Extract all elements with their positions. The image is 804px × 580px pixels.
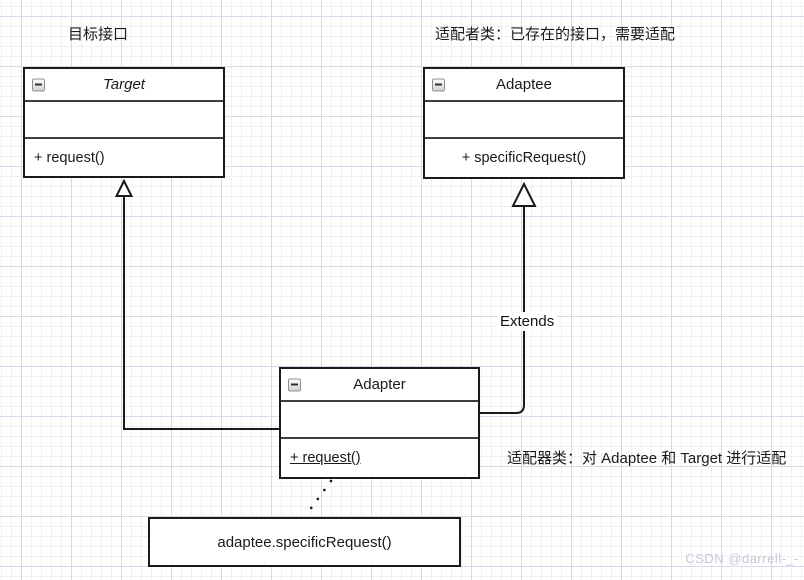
csdn-watermark: CSDN @darrell-_- [685, 551, 799, 566]
attributes-section-adapter [281, 402, 478, 439]
class-header-adaptee: Adaptee [425, 69, 623, 102]
methods-section-target: + request() [25, 139, 223, 176]
class-name-target: Target [103, 76, 145, 93]
class-box-adaptee[interactable]: Adaptee + specificRequest() [423, 67, 625, 179]
collapse-icon[interactable] [32, 78, 45, 91]
generalization-arrowhead [511, 181, 537, 207]
edge-note-dotted[interactable] [304, 479, 333, 517]
adaptee-class-label: 适配者类：已存在的接口，需要适配 [435, 26, 676, 43]
minus-icon [435, 83, 442, 86]
attributes-section-adaptee [425, 102, 623, 139]
note-text: adaptee.specificRequest() [217, 533, 392, 551]
attributes-section-target [25, 102, 223, 139]
methods-section-adaptee: + specificRequest() [425, 139, 623, 177]
method-request: + request() [34, 149, 105, 166]
edge-adapter-target[interactable] [114, 178, 280, 430]
note-box-adaptee-call[interactable]: adaptee.specificRequest() [148, 517, 461, 567]
class-name-adaptee: Adaptee [496, 76, 552, 93]
collapse-icon[interactable] [432, 78, 445, 91]
adapter-class-label: 适配器类：对 Adaptee 和 Target 进行适配 [507, 450, 787, 467]
class-header-adapter: Adapter [281, 369, 478, 402]
collapse-icon[interactable] [288, 378, 301, 391]
minus-icon [35, 83, 42, 86]
minus-icon [291, 383, 298, 386]
class-box-adapter[interactable]: Adapter + request() [279, 367, 480, 479]
target-interface-label: 目标接口 [68, 26, 129, 43]
edge-adapter-adaptee[interactable] [479, 181, 537, 414]
generalization-arrowhead [114, 178, 134, 197]
class-name-adapter: Adapter [353, 376, 406, 393]
methods-section-adapter: + request() [281, 439, 478, 477]
extends-edge-label: Extends [497, 312, 558, 331]
method-specific-request: + specificRequest() [461, 150, 587, 166]
class-box-target[interactable]: Target + request() [23, 67, 225, 178]
class-header-target: Target [25, 69, 223, 102]
method-request-override: + request() [290, 450, 361, 466]
